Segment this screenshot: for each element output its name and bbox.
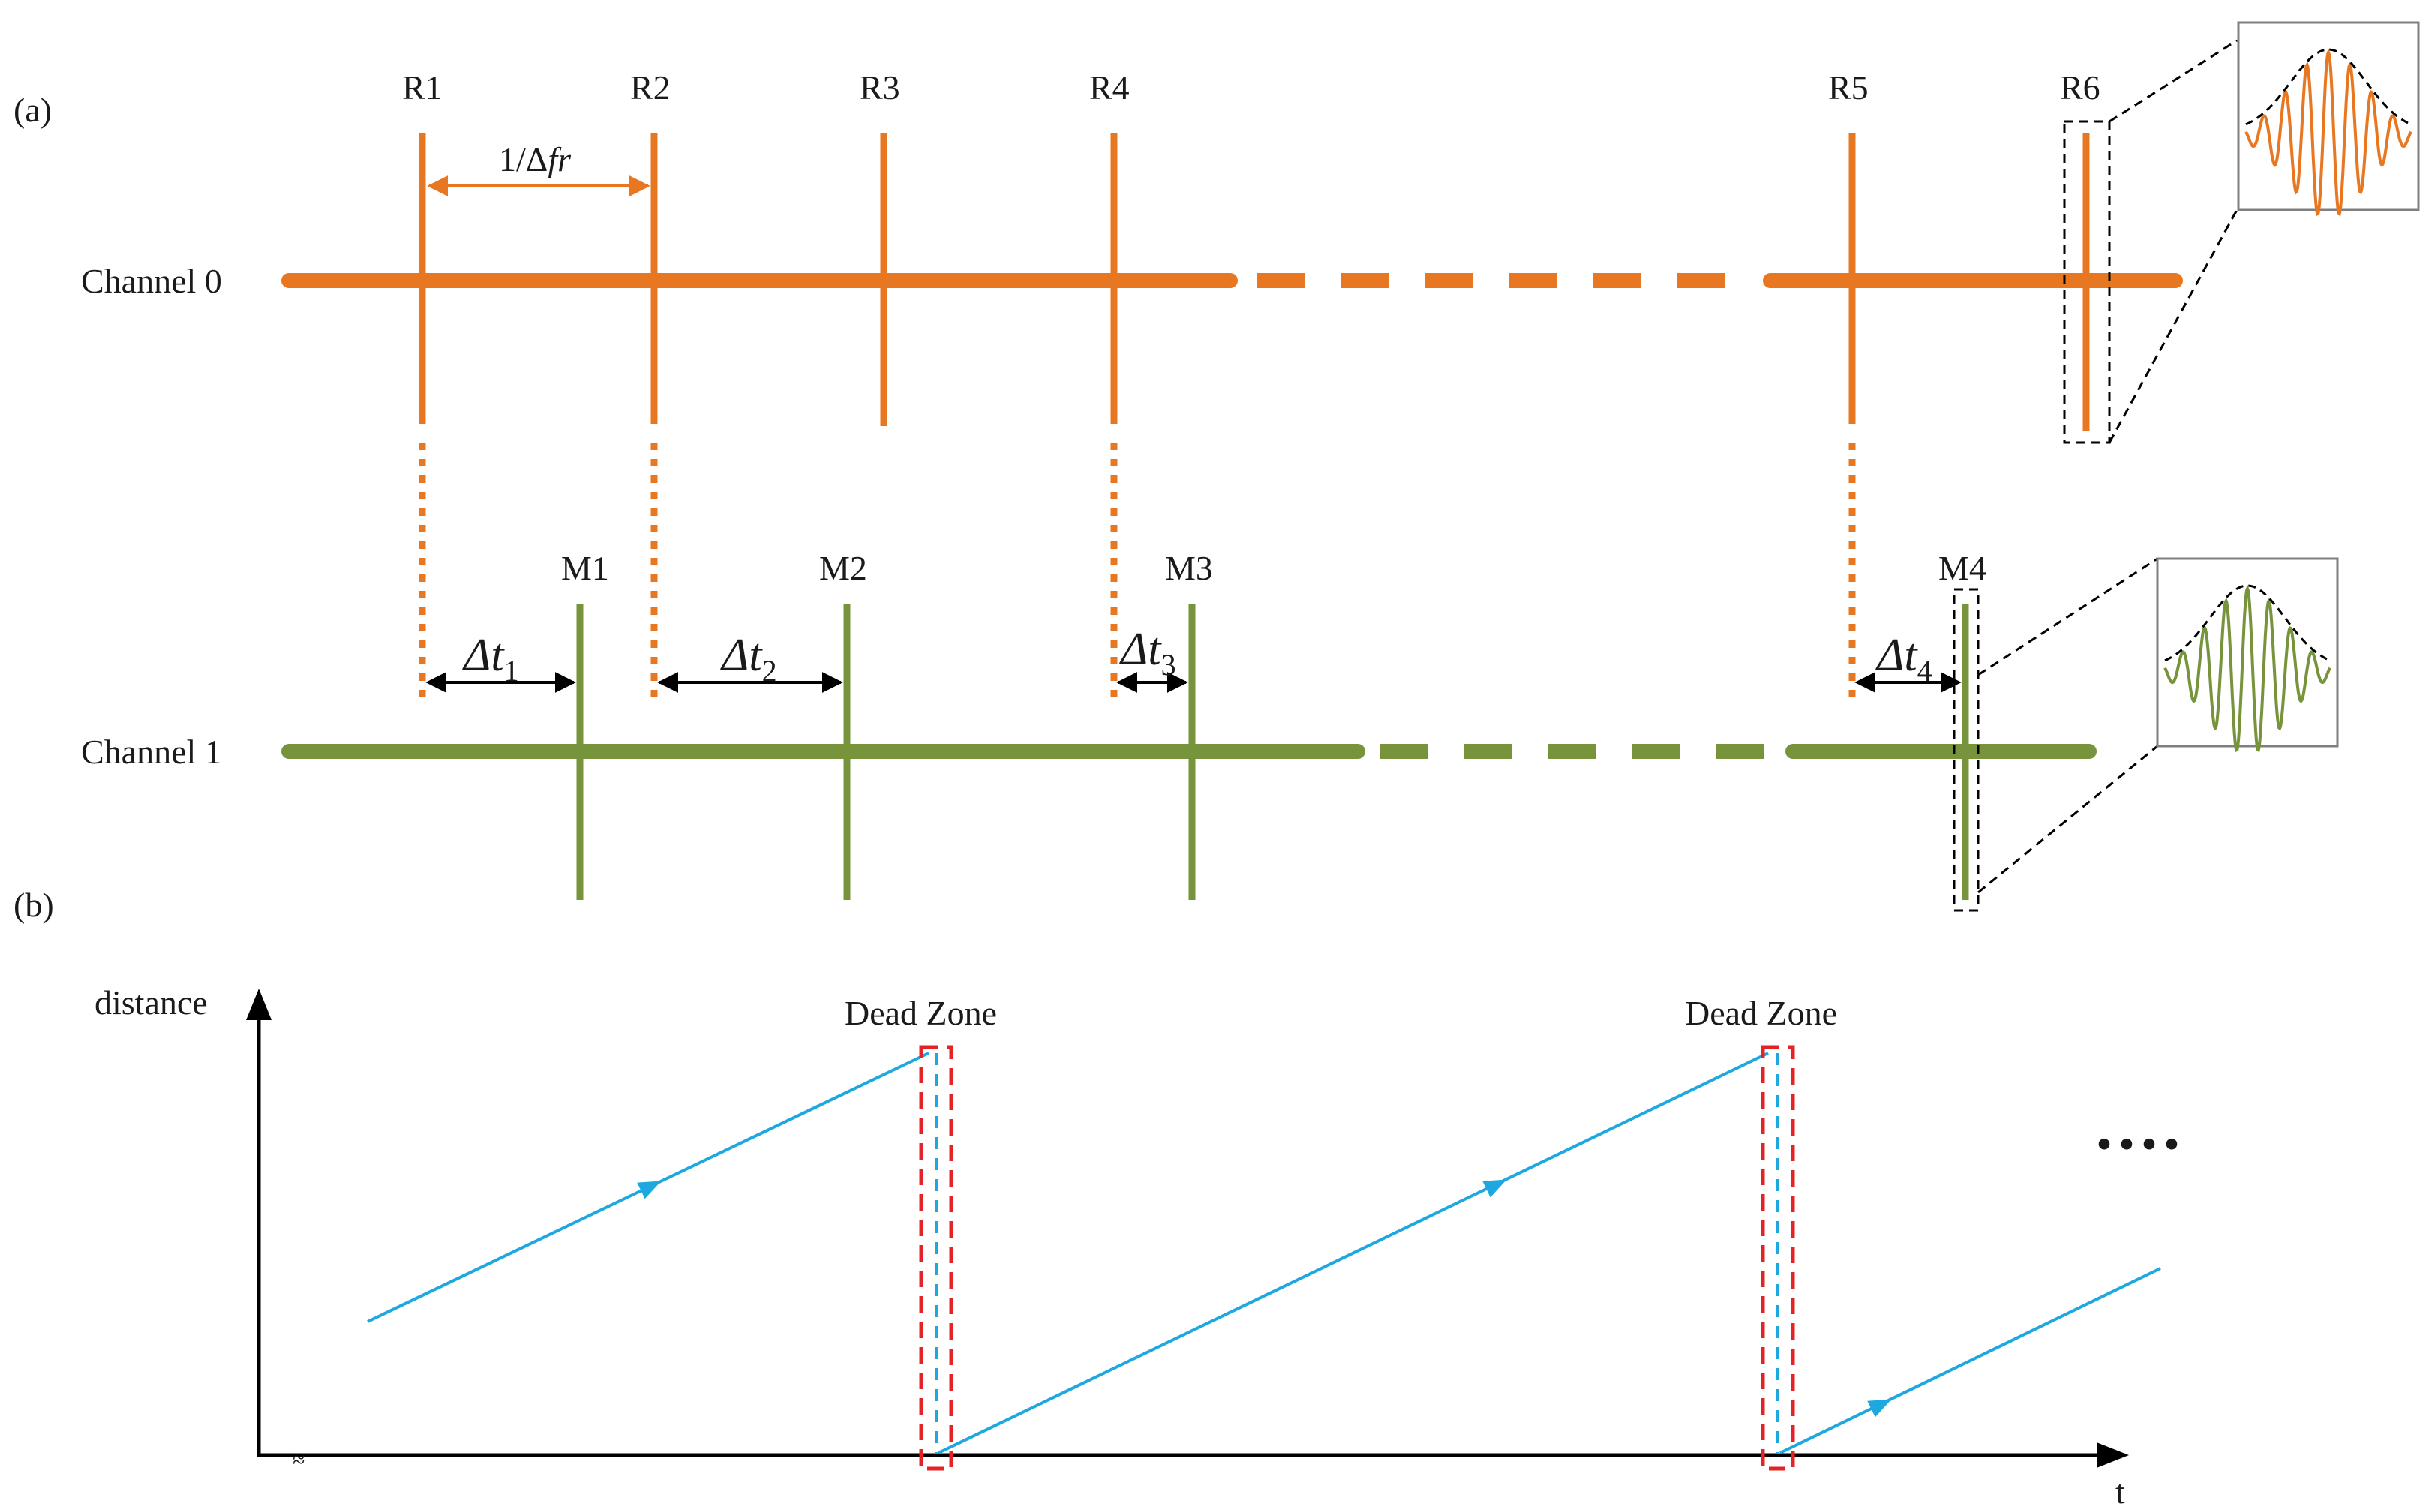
trace-direction-arrow-1	[637, 1180, 662, 1199]
dead-zone-2: Dead Zone	[1685, 994, 1837, 1471]
projection-lines	[419, 442, 1856, 701]
pulse-label-m3: M3	[1165, 549, 1213, 587]
channel-1-label: Channel 1	[81, 733, 222, 771]
channel-0: Channel 0 R1 R2 R3 R4 R5 R6 1/Δfr	[81, 21, 2420, 444]
trace-segment-2	[938, 1052, 1769, 1454]
period-label-var: fr	[548, 140, 572, 178]
delay-sub-2: 2	[762, 654, 777, 688]
measurement-pulse-inset	[2156, 557, 2339, 753]
channel-0-label: Channel 0	[81, 262, 222, 300]
r6-zoom-line-top	[2109, 39, 2238, 123]
reference-pulse-waveform	[2244, 48, 2412, 217]
distance-trace	[367, 1052, 2161, 1454]
m4-zoom-line-top	[1977, 557, 2158, 676]
pulse-label-m1: M1	[561, 549, 609, 587]
delay-symbol-3: Δt	[1118, 624, 1162, 675]
channel-1: Channel 1 M1 M2 M3 M4 Δt1 Δt2 Δt3 Δt4	[81, 549, 2339, 912]
pulse-label-r1: R1	[402, 68, 443, 106]
reference-pulse-inset	[2237, 21, 2420, 217]
dead-zone-1-box	[919, 1045, 953, 1471]
delay-symbol-4: Δt	[1875, 630, 1918, 681]
dead-zone-1: Dead Zone	[845, 994, 997, 1471]
delay-sub-4: 4	[1917, 654, 1932, 688]
period-label: 1/Δfr	[499, 140, 572, 178]
trace-direction-arrow-3	[1867, 1399, 1892, 1418]
y-axis-label: distance	[95, 983, 208, 1022]
dead-zone-2-label: Dead Zone	[1685, 994, 1837, 1032]
delay-label-2: Δt2	[719, 630, 777, 688]
pulse-label-r5: R5	[1828, 68, 1869, 106]
panel-a-label: (a)	[14, 91, 52, 129]
reference-inset-frame	[2237, 21, 2420, 212]
m4-zoom-line-bottom	[1977, 745, 2158, 894]
reference-pulse-envelope	[2245, 48, 2412, 126]
x-axis-arrowhead	[2097, 1442, 2129, 1468]
period-label-prefix: 1/Δ	[499, 140, 548, 178]
r6-zoom-line-bottom	[2108, 209, 2238, 443]
pulse-label-r6: R6	[2060, 68, 2100, 106]
delay-label-1: Δt1	[461, 630, 519, 688]
trace-segment-3	[1779, 1267, 2161, 1454]
pulse-label-m2: M2	[819, 549, 867, 587]
delay-symbol-1: Δt	[461, 630, 505, 681]
panel-b-label: (b)	[14, 886, 54, 924]
delay-label-3: Δt3	[1118, 624, 1176, 682]
dead-zone-1-label: Dead Zone	[845, 994, 997, 1032]
pulse-label-r2: R2	[630, 68, 671, 106]
x-axis-label: t	[2115, 1472, 2125, 1510]
panel-b: (b) distance t ≈ Dead Zone Dead Zone	[14, 886, 2183, 1510]
measurement-pulse-envelope	[2164, 584, 2331, 662]
trace-direction-arrow-2	[1482, 1179, 1507, 1198]
dead-zone-2-box	[1761, 1045, 1795, 1471]
y-axis-arrowhead	[246, 988, 272, 1020]
delay-sub-1: 1	[504, 654, 519, 688]
axis-break-mark: ≈	[293, 1448, 305, 1472]
pulse-label-r4: R4	[1089, 68, 1130, 106]
measurement-pulse-waveform	[2163, 584, 2331, 753]
continuation-dots: ····	[2093, 1107, 2183, 1181]
delay-sub-3: 3	[1161, 648, 1176, 682]
pulse-label-r3: R3	[860, 68, 900, 106]
delay-symbol-2: Δt	[719, 630, 763, 681]
delay-label-4: Δt4	[1875, 630, 1932, 688]
r6-zoom-box	[2063, 120, 2111, 444]
pulse-label-m4: M4	[1938, 549, 1986, 587]
panel-a: (a) Channel 0 R1 R2 R3 R4 R5 R6 1/Δfr	[14, 21, 2420, 912]
m4-zoom-box	[1953, 588, 1980, 912]
